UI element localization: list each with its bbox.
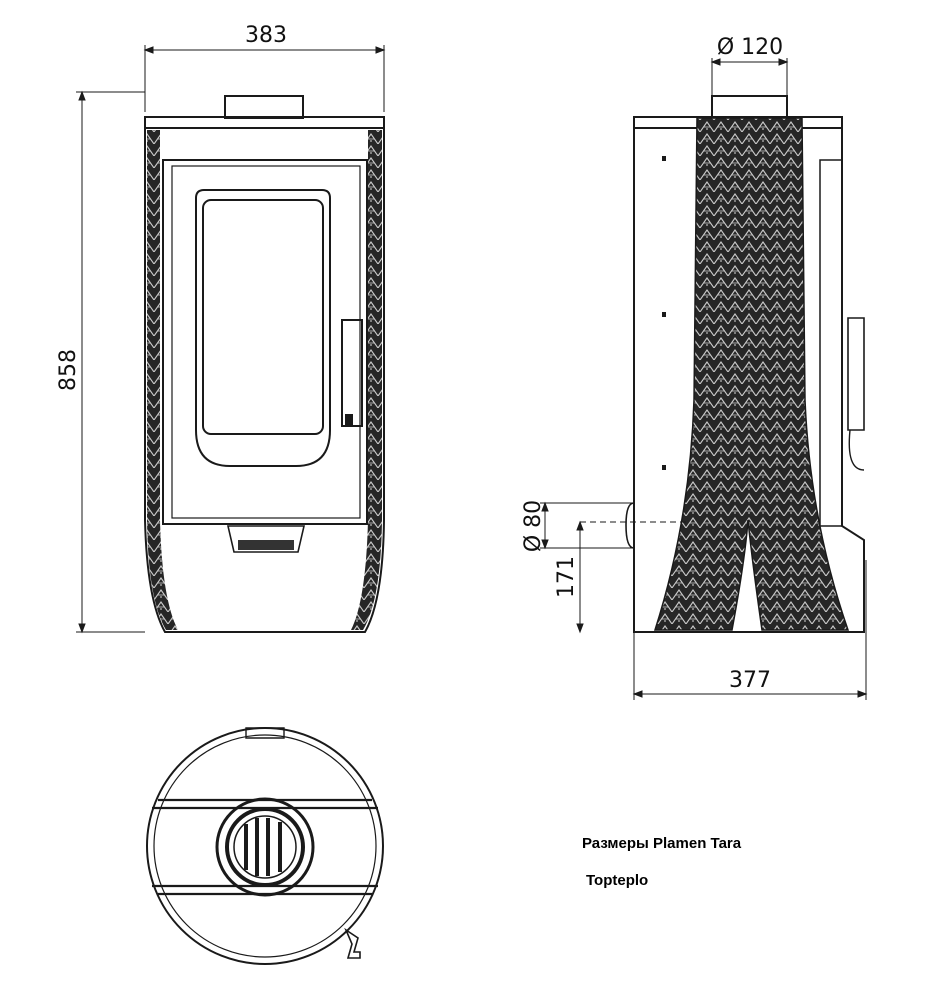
top-band-lower bbox=[152, 884, 378, 896]
side-door-handle bbox=[847, 317, 865, 431]
top-outer-circle bbox=[146, 727, 384, 965]
front-left-lattice bbox=[147, 130, 178, 630]
flue-diameter-label: Ø 120 bbox=[717, 35, 783, 60]
front-view bbox=[76, 45, 386, 634]
inlet-height-dimension bbox=[576, 520, 584, 634]
front-body-outline bbox=[144, 128, 385, 633]
front-door-frame bbox=[162, 159, 368, 525]
top-rear-cap bbox=[245, 727, 285, 739]
front-door-inner bbox=[171, 165, 361, 519]
side-depth-label: 377 bbox=[729, 668, 771, 693]
height-dimension bbox=[76, 90, 145, 634]
front-width-label: 383 bbox=[245, 23, 287, 48]
top-flue-ring bbox=[215, 797, 315, 897]
inlet-height-label: 171 bbox=[554, 556, 579, 598]
rear-inlet-stub bbox=[625, 502, 635, 549]
front-flue-collar bbox=[224, 95, 304, 119]
caption-title: Размеры Plamen Tara bbox=[582, 835, 742, 852]
flue-diameter-dimension bbox=[710, 58, 789, 96]
inlet-diameter-dimension bbox=[540, 501, 634, 550]
side-depth-dimension bbox=[632, 560, 868, 700]
inlet-diameter-label: Ø 80 bbox=[521, 500, 546, 552]
top-band-upper bbox=[152, 798, 378, 810]
front-width-dimension bbox=[143, 45, 386, 112]
side-view bbox=[540, 58, 868, 700]
side-flue-collar bbox=[711, 95, 788, 119]
front-right-lattice bbox=[351, 130, 382, 630]
height-label: 858 bbox=[56, 349, 81, 391]
front-ash-vent bbox=[226, 525, 306, 553]
top-flue-damper bbox=[244, 818, 282, 876]
front-door-handle bbox=[341, 319, 363, 427]
front-glass-inner bbox=[202, 199, 324, 435]
side-lattice-column bbox=[653, 117, 850, 631]
caption-brand: Topteplo bbox=[586, 872, 649, 889]
front-glass-window bbox=[195, 189, 331, 467]
top-view bbox=[146, 727, 384, 965]
top-handle-stub bbox=[344, 927, 361, 959]
side-door-edge bbox=[819, 159, 843, 527]
